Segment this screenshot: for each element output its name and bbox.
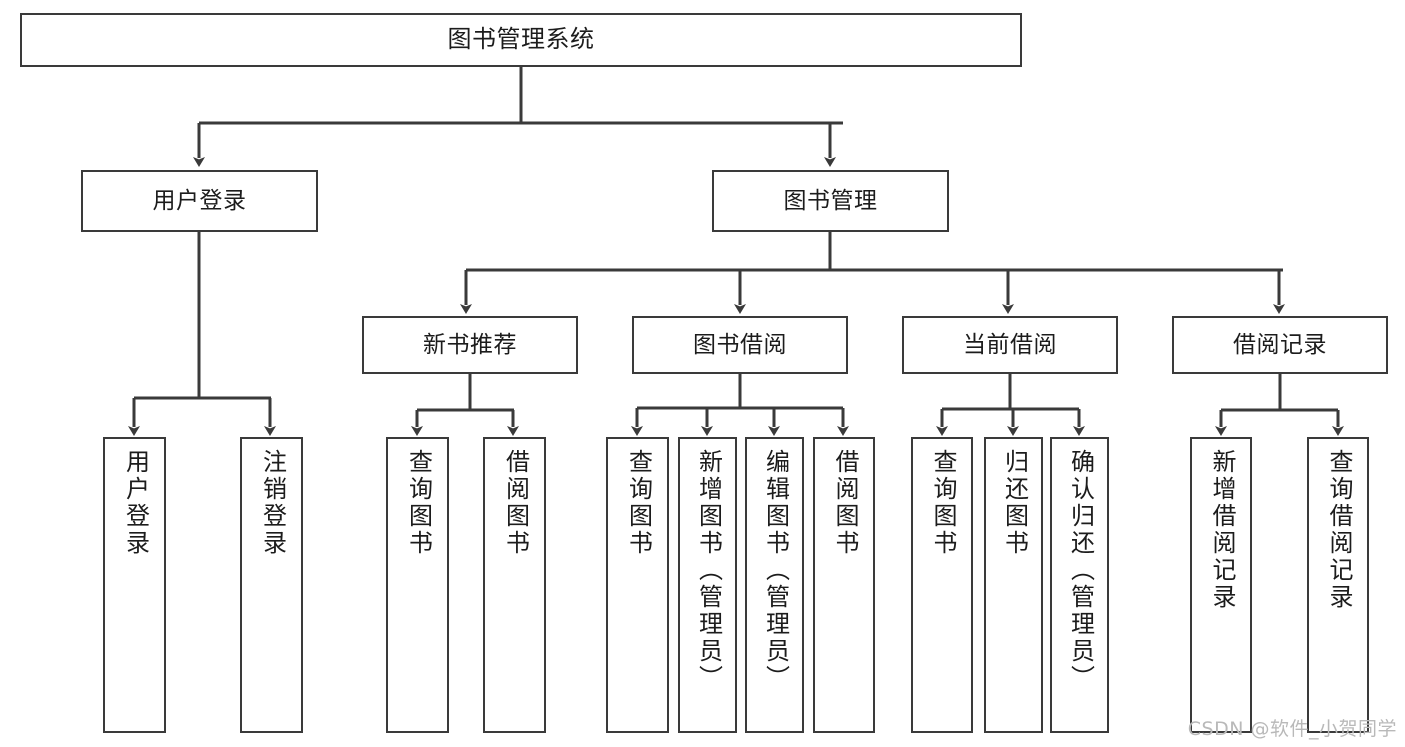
watermark: CSDN @软件_小贺同学	[1187, 718, 1397, 740]
node-label: 新增借阅记录	[1207, 449, 1236, 611]
node-label: 用户登录	[152, 187, 247, 214]
node-root-system[interactable]: 图书管理系统	[20, 13, 1022, 67]
node-label: 查询图书	[404, 449, 433, 557]
node-label: 新书推荐	[423, 331, 517, 358]
node-label: 确认归还（管理员）	[1066, 449, 1095, 692]
node-label: 借阅图书	[830, 449, 859, 557]
node-user-login[interactable]: 用户登录	[81, 170, 318, 232]
node-borrow-records[interactable]: 借阅记录	[1172, 316, 1388, 374]
node-label: 编辑图书（管理员）	[761, 449, 790, 692]
leaf-query-books-current[interactable]: 查询图书	[911, 437, 973, 733]
leaf-user-login[interactable]: 用户登录	[103, 437, 166, 733]
node-label: 新增图书（管理员）	[694, 449, 723, 692]
node-label: 查询图书	[928, 449, 957, 557]
leaf-add-book-admin[interactable]: 新增图书（管理员）	[678, 437, 737, 733]
leaf-confirm-return-admin[interactable]: 确认归还（管理员）	[1050, 437, 1109, 733]
node-label: 图书借阅	[693, 331, 787, 358]
node-label: 注销登录	[258, 449, 287, 557]
node-book-management[interactable]: 图书管理	[712, 170, 949, 232]
node-label: 归还图书	[1000, 449, 1029, 557]
node-label: 图书管理系统	[447, 25, 595, 54]
node-new-book-recommendation[interactable]: 新书推荐	[362, 316, 578, 374]
node-label: 当前借阅	[963, 331, 1057, 358]
leaf-add-borrow-record[interactable]: 新增借阅记录	[1190, 437, 1252, 733]
leaf-query-borrow-record[interactable]: 查询借阅记录	[1307, 437, 1369, 733]
node-current-borrow[interactable]: 当前借阅	[902, 316, 1118, 374]
leaf-return-books[interactable]: 归还图书	[984, 437, 1043, 733]
leaf-logout[interactable]: 注销登录	[240, 437, 303, 733]
node-label: 查询借阅记录	[1324, 449, 1353, 611]
leaf-borrow-books-recommend[interactable]: 借阅图书	[483, 437, 546, 733]
node-label: 图书管理	[783, 187, 878, 214]
node-book-borrow[interactable]: 图书借阅	[632, 316, 848, 374]
leaf-query-books-recommend[interactable]: 查询图书	[386, 437, 449, 733]
node-label: 借阅图书	[501, 449, 530, 557]
leaf-query-books-borrow[interactable]: 查询图书	[606, 437, 669, 733]
node-label: 用户登录	[121, 449, 150, 557]
leaf-borrow-books[interactable]: 借阅图书	[813, 437, 875, 733]
node-label: 借阅记录	[1233, 331, 1327, 358]
node-label: 查询图书	[624, 449, 653, 557]
leaf-edit-book-admin[interactable]: 编辑图书（管理员）	[745, 437, 804, 733]
